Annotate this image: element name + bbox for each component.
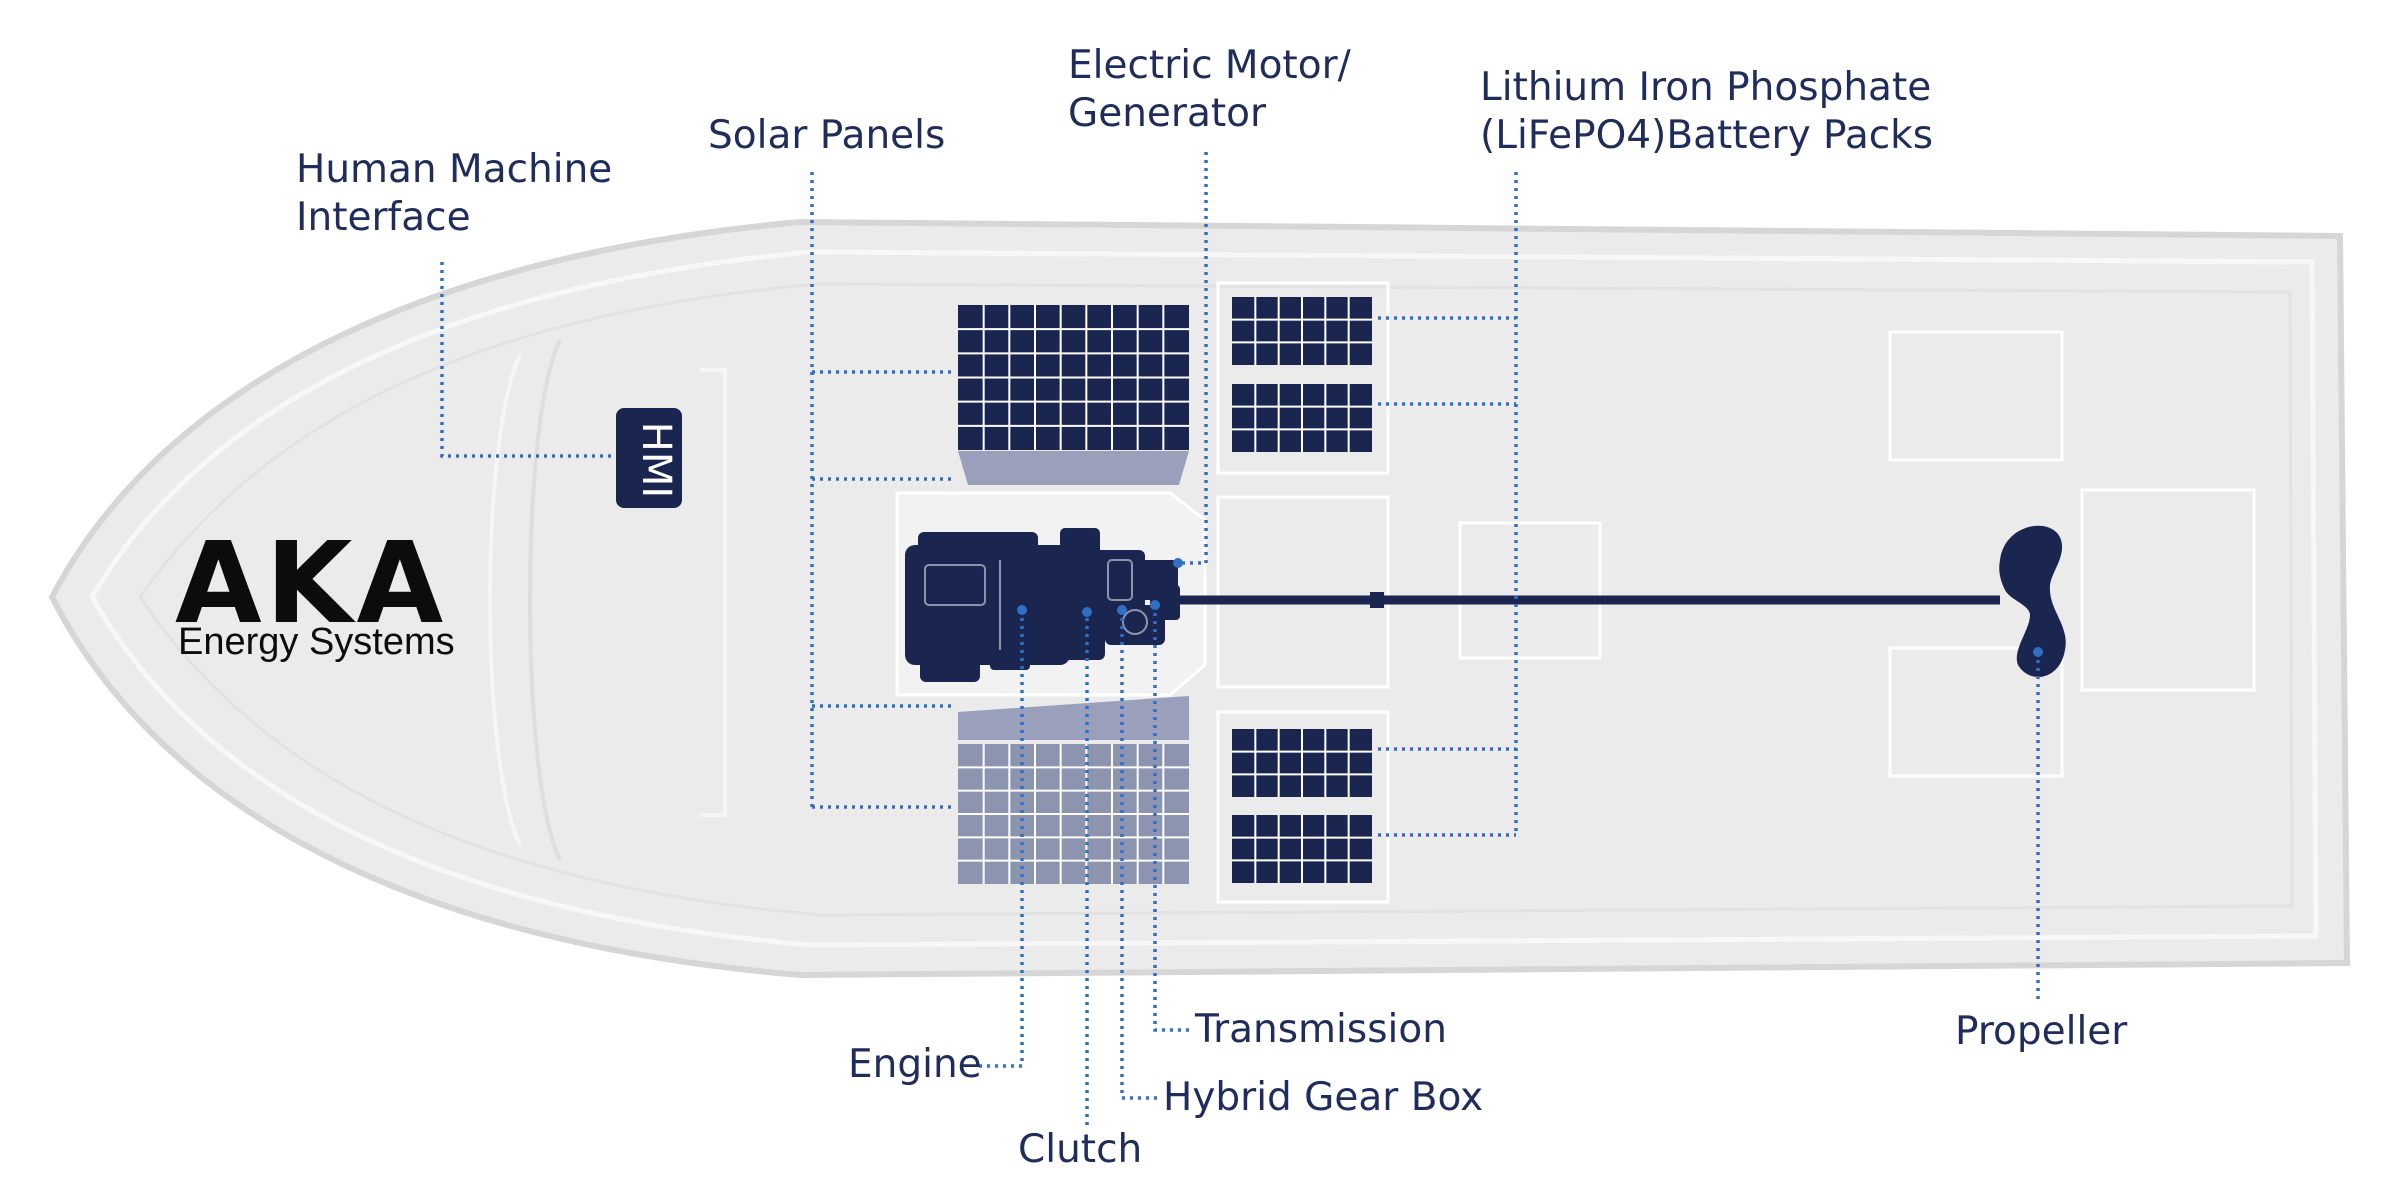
solar-panel-bottom (958, 744, 1189, 884)
label-solar-panels: Solar Panels (708, 113, 946, 158)
solar-panel-top (958, 305, 1189, 450)
deck-hatch (1216, 281, 1390, 475)
hull-inner-rail (89, 249, 2319, 948)
battery-packs (1232, 297, 1372, 883)
label-hybrid-gear-box: Hybrid Gear Box (1163, 1075, 1484, 1120)
deck-hatch (1458, 521, 1602, 660)
bow-deck-line (528, 339, 562, 861)
hmi-badge (616, 408, 682, 508)
shaft-coupling (1370, 592, 1384, 608)
label-engine: Engine (848, 1042, 982, 1087)
solar-panel-top-skirt (958, 451, 1189, 485)
leader-motor (1178, 152, 1208, 565)
label-human-machine-interface: Human Machine Interface (296, 147, 613, 240)
deck-hatch (1888, 330, 2064, 462)
label-transmission: Transmission (1195, 1007, 1447, 1052)
label-propeller: Propeller (1955, 1009, 2128, 1054)
brand-logo: AKA (175, 519, 448, 649)
deck-hatch (1888, 646, 2064, 778)
solar-panel-bottom-skirt (958, 696, 1189, 740)
leader-hmi (440, 262, 612, 458)
leader-dots (1017, 558, 2043, 657)
console-outline (700, 368, 727, 817)
label-electric-motor-generator: Electric Motor/ Generator (1068, 43, 1351, 136)
brand-subtitle: Energy Systems (178, 621, 455, 663)
label-clutch: Clutch (1018, 1127, 1143, 1172)
engine-assembly-details (924, 559, 1148, 650)
leader-gearbox (1120, 610, 1158, 1100)
leader-engine (978, 610, 1024, 1068)
leader-lines (440, 152, 2040, 1130)
propeller (1999, 525, 2066, 677)
hmi-badge-label: HMI (633, 421, 679, 499)
deck-hatch (1216, 495, 1390, 689)
label-battery-packs: Lithium Iron Phosphate (LiFePO4)Battery … (1480, 65, 1934, 158)
deck-hatch (2080, 488, 2256, 692)
hull-inner-rail-2 (138, 282, 2294, 917)
deck-hatch (1216, 710, 1390, 904)
leader-transmission (1153, 605, 1190, 1032)
bow-deck-line-2 (488, 354, 522, 846)
